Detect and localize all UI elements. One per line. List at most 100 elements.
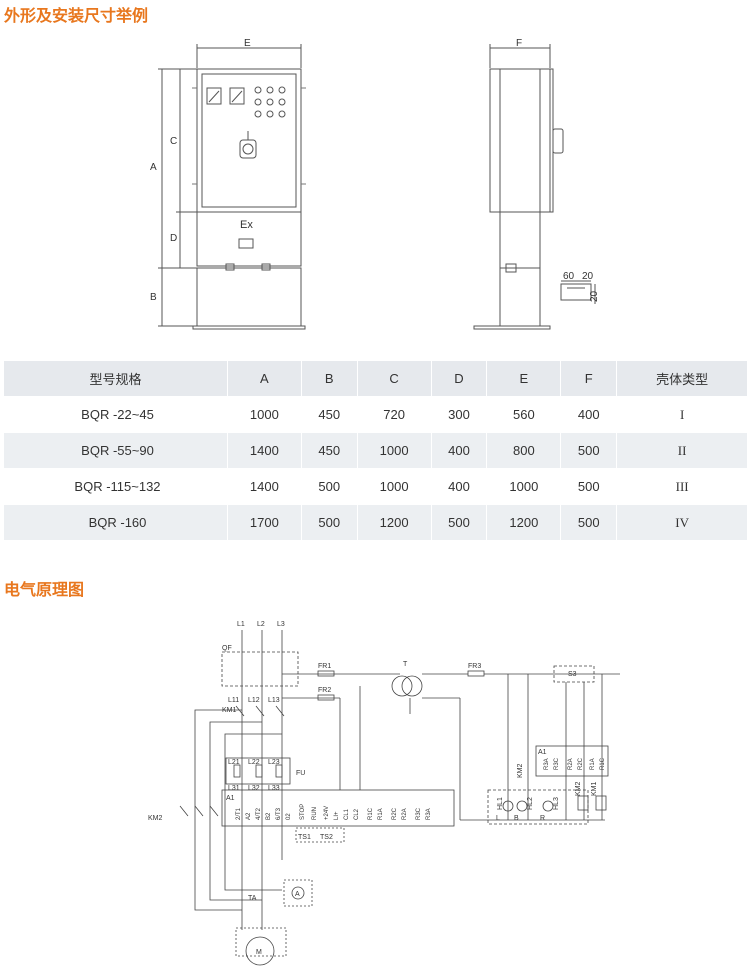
terminal-label: STOP	[300, 804, 306, 820]
terminal-label: R2A	[402, 808, 408, 820]
cell-c: 1000	[357, 468, 432, 505]
table-row: BQR -55~90 1400 450 1000 400 800 500 II	[4, 432, 748, 469]
right-terminal-label: R3C	[554, 757, 560, 770]
l13-label: L13	[268, 697, 280, 704]
km2-coil-label: KM2	[575, 782, 582, 797]
km1-right-label: KM1	[591, 782, 598, 797]
terminal-label: R2C	[392, 807, 398, 820]
cell-e: 1200	[486, 504, 562, 540]
dim-label-d: D	[170, 233, 177, 244]
foot-dim-height: 20	[589, 290, 600, 302]
header-d: D	[431, 361, 488, 397]
dim-label-b: B	[150, 292, 157, 303]
lamp-mark-b: B	[514, 815, 519, 822]
cell-f: 500	[560, 504, 618, 540]
l32-label: L32	[248, 785, 260, 792]
motor-label: M	[256, 949, 262, 956]
right-terminal-label: R3A	[544, 758, 550, 770]
l31-label: L31	[228, 785, 240, 792]
dim-label-a: A	[150, 162, 157, 173]
cell-a: 1700	[227, 504, 302, 540]
terminal-label: CL1	[344, 808, 350, 820]
ammeter-label: A	[295, 891, 300, 898]
terminal-label: +24V	[324, 806, 330, 820]
cell-model: BQR -115~132	[4, 468, 228, 505]
cell-b: 450	[301, 396, 358, 433]
circuit-diagram: L1 L2 L3 QF KM1 KM2 L11 L12 L13 L21 L22 …	[148, 621, 620, 966]
header-a: A	[227, 361, 302, 397]
ts1-label: TS1	[298, 834, 311, 841]
lamp-mark-r: R	[540, 815, 545, 822]
dim-label-e: E	[244, 38, 251, 49]
cell-a: 1000	[227, 396, 302, 433]
l21-label: L21	[228, 759, 240, 766]
l11-label: L11	[228, 697, 239, 704]
l23-label: L23	[268, 759, 280, 766]
cell-housing: II	[616, 432, 748, 469]
terminal-label: A2	[246, 812, 252, 820]
fr3-label: FR3	[468, 663, 481, 670]
header-f: F	[560, 361, 618, 397]
cell-e: 1000	[486, 468, 562, 505]
cell-b: 500	[301, 468, 358, 505]
cell-housing: I	[616, 396, 748, 433]
a1-label: A1	[226, 795, 235, 802]
foot-dim-side: 20	[582, 271, 594, 282]
header-housing-type: 壳体类型	[616, 361, 748, 397]
cell-b: 450	[301, 432, 358, 469]
terminal-label: B2	[266, 812, 272, 820]
cell-a: 1400	[227, 468, 302, 505]
side-upper-enclosure	[489, 68, 551, 213]
fr2-label: FR2	[318, 687, 331, 694]
cell-housing: III	[616, 468, 748, 505]
terminal-label: 02	[286, 813, 292, 820]
cell-d: 400	[431, 432, 488, 469]
terminal-label: R3A	[426, 808, 432, 820]
header-model: 型号规格	[4, 361, 228, 397]
cell-d: 400	[431, 468, 488, 505]
s3-label: S3	[568, 671, 577, 678]
lamp-hl2: HL2	[527, 797, 534, 810]
a1-right-label: A1	[538, 749, 547, 756]
table-row: BQR -160 1700 500 1200 500 1200 500 IV	[4, 504, 748, 540]
fr1-label: FR1	[318, 663, 331, 670]
cell-d: 300	[431, 396, 488, 433]
transformer-label: T	[403, 661, 408, 668]
cell-c: 1200	[357, 504, 432, 540]
terminal-label: 6/T3	[276, 807, 282, 820]
terminal-labels: 2/T1 A2 4/T2 B2 6/T3 02 STOP RUN +24V LI…	[236, 757, 606, 820]
right-terminal-label: R1C	[600, 757, 606, 770]
terminal-label: RUN	[312, 807, 318, 820]
fu-label: FU	[296, 770, 305, 777]
cell-b: 500	[301, 504, 358, 540]
cell-f: 500	[560, 432, 618, 469]
table-header-row: 型号规格 A B C D E F 壳体类型	[4, 361, 748, 397]
lamp-hl1: HL1	[497, 797, 504, 810]
km1-label: KM1	[222, 707, 237, 714]
right-terminal-label: R2A	[568, 758, 574, 770]
right-terminal-label: R2C	[578, 757, 584, 770]
terminal-label: R3C	[416, 807, 422, 820]
cell-model: BQR -55~90	[4, 432, 228, 469]
dim-label-f: F	[516, 38, 522, 49]
ts2-label: TS2	[320, 834, 333, 841]
km2-label: KM2	[148, 815, 163, 822]
l33-label: L33	[268, 785, 280, 792]
phase-l1: L1	[237, 621, 245, 628]
cell-e: 560	[486, 396, 562, 433]
foot-dim-width: 60	[563, 271, 575, 282]
ta-label: TA	[248, 895, 257, 902]
cell-a: 1400	[227, 432, 302, 469]
km2-right-label: KM2	[517, 764, 524, 779]
cell-c: 1000	[357, 432, 432, 469]
phase-l3: L3	[277, 621, 285, 628]
cell-model: BQR -22~45	[4, 396, 228, 433]
cell-e: 800	[486, 432, 562, 469]
header-b: B	[301, 361, 358, 397]
dim-label-c: C	[170, 136, 177, 147]
header-c: C	[357, 361, 432, 397]
table-row: BQR -22~45 1000 450 720 300 560 400 I	[4, 396, 748, 433]
cell-d: 500	[431, 504, 488, 540]
terminal-label: R1C	[368, 807, 374, 820]
lamp-mark-l: L	[496, 815, 500, 822]
